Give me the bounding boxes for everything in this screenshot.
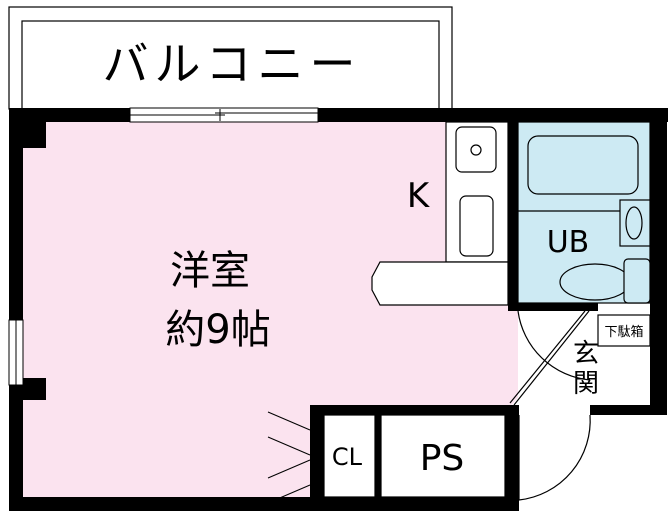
entrance-label-line2: 関 bbox=[573, 369, 599, 399]
stove-icon bbox=[459, 195, 494, 257]
unit-bath: UB bbox=[517, 121, 651, 304]
kitchen-counter bbox=[371, 121, 509, 306]
pipe-space-label: PS bbox=[420, 438, 465, 479]
balcony-window bbox=[129, 107, 319, 123]
western-room-label-line2: 約9帖 bbox=[165, 307, 270, 353]
unit-bath-label: UB bbox=[547, 225, 590, 260]
kitchen-label: K bbox=[407, 176, 431, 216]
bathtub-icon bbox=[527, 135, 639, 195]
closet: CL bbox=[267, 411, 376, 504]
pipe-space: PS bbox=[380, 414, 506, 498]
entrance: 下駄箱 玄 関 bbox=[509, 310, 651, 406]
western-room-label-line1: 洋室 bbox=[170, 248, 250, 294]
shoe-box bbox=[597, 314, 651, 347]
side-window bbox=[8, 319, 24, 386]
walls bbox=[9, 108, 668, 511]
balcony-label: バルコニー bbox=[102, 37, 361, 91]
shoe-box-label: 下駄箱 bbox=[604, 324, 643, 340]
closet-label: CL bbox=[332, 443, 363, 471]
toilet-icon bbox=[559, 263, 631, 301]
western-room: 洋室 約9帖 K bbox=[22, 122, 518, 498]
front-door[interactable] bbox=[518, 414, 591, 511]
entrance-label-line1: 玄 bbox=[573, 339, 599, 369]
balcony: バルコニー bbox=[8, 6, 453, 110]
